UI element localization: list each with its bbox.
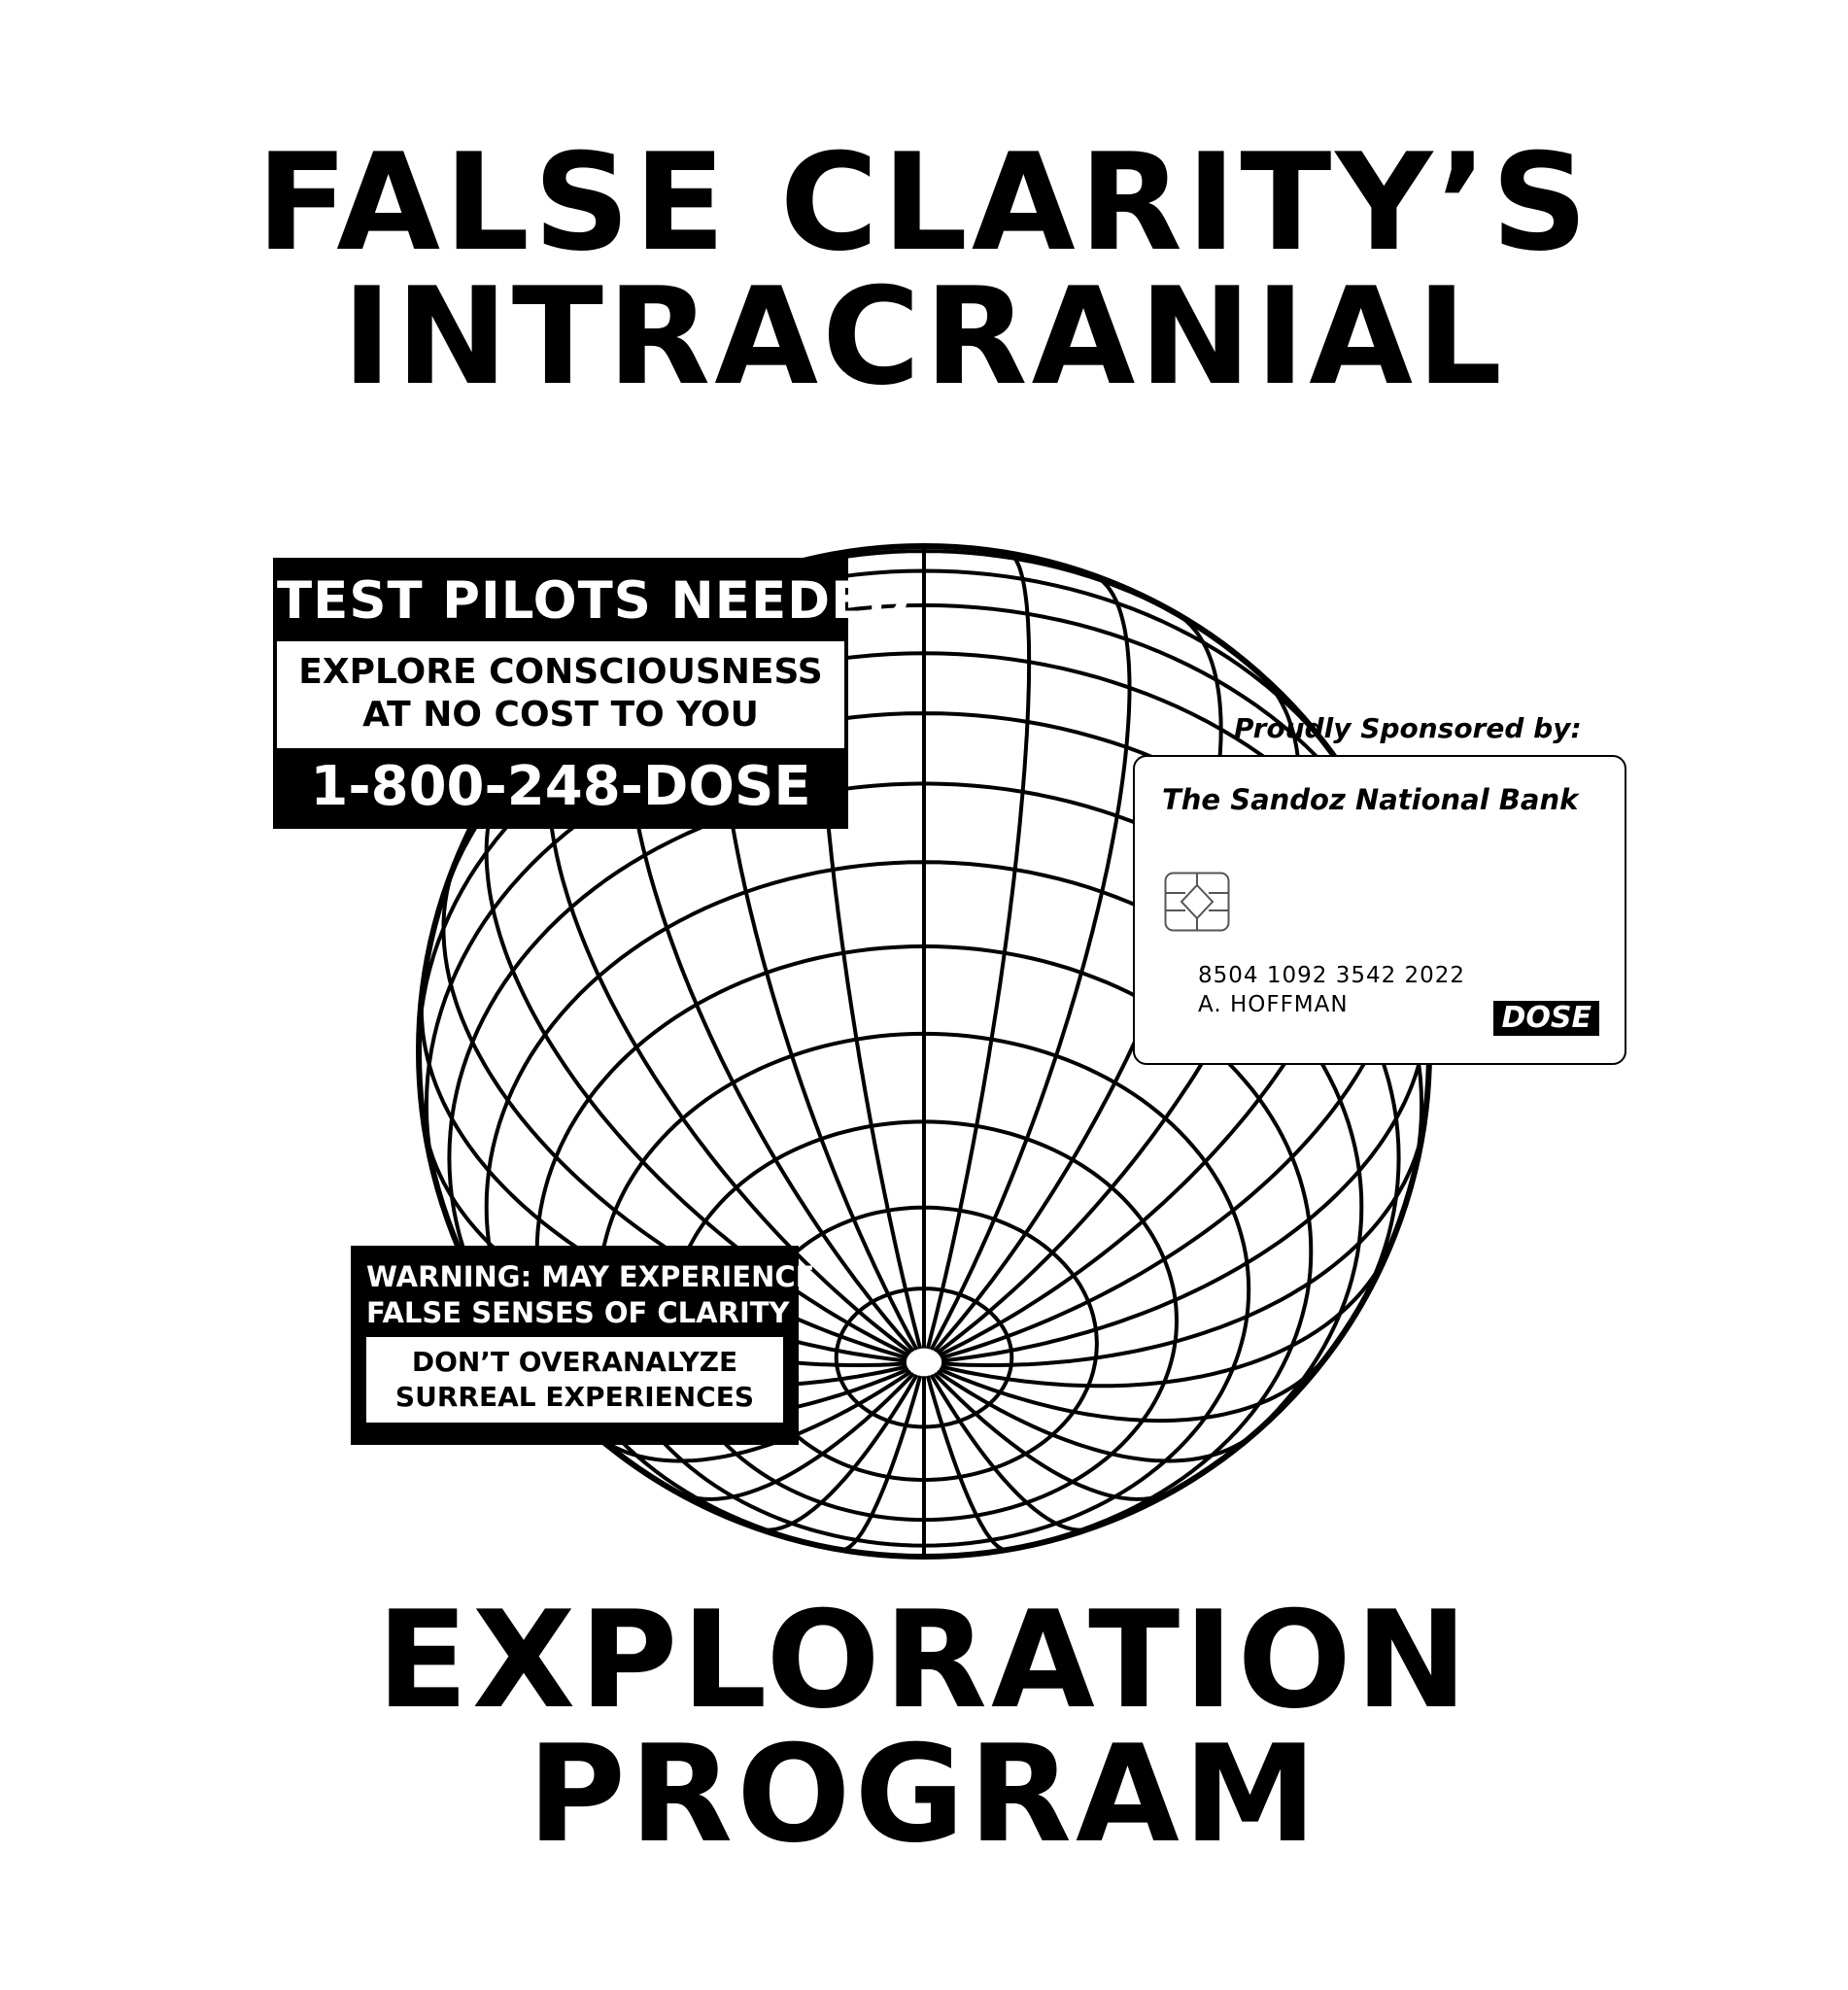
dose-logo: DOSE (1493, 1001, 1599, 1036)
globe-grid-line (941, 987, 1429, 1363)
cardholder-name: A. HOFFMAN (1198, 992, 1349, 1017)
globe-grid-line (929, 572, 1132, 1351)
poster-title-top: FALSE CLARITY’S INTRACRANIAL (0, 136, 1848, 404)
globe-grid-line (757, 1373, 919, 1532)
globe-grid-line (673, 1372, 915, 1501)
title-line-1: FALSE CLARITY’S (256, 124, 1592, 281)
globe-grid-line (940, 1245, 1392, 1389)
sign-tagline-line-2: AT NO COST TO YOU (362, 695, 759, 735)
sign-tagline-line-1: EXPLORE CONSCIOUSNESS (298, 652, 823, 692)
phone-number: 1-800-248-DOSE (310, 755, 811, 818)
test-pilots-sign: TEST PILOTS NEEDED EXPLORE CONSCIOUSNESS… (273, 558, 911, 829)
sign-tagline: EXPLORE CONSCIOUSNESS AT NO COST TO YOU (277, 641, 844, 748)
warning-heading-line-2: FALSE SENSES OF CLARITY (366, 1296, 790, 1329)
globe-grid-line (936, 1369, 1257, 1463)
poster-title-bottom: EXPLORATION PROGRAM (0, 1594, 1848, 1862)
bank-name: The Sandoz National Bank (1162, 783, 1579, 816)
sign-heading: TEST PILOTS NEEDED (277, 571, 911, 631)
card-number: 8504 1092 3542 2022 (1198, 963, 1466, 988)
title-line-3: EXPLORATION (376, 1582, 1472, 1738)
card-chip-icon (1164, 872, 1230, 932)
sponsor-label: Proudly Sponsored by: (1234, 712, 1582, 744)
title-line-2: INTRACRANIAL (342, 258, 1506, 415)
globe-grid-line (925, 551, 1032, 1350)
warning-sign: WARNING: MAY EXPERIENCE FALSE SENSES OF … (351, 1246, 815, 1445)
globe-grid-line (938, 1351, 1332, 1424)
globe-grid-line (925, 1375, 1008, 1552)
globe-grid-line (591, 1369, 912, 1463)
warning-advice-line-2: SURREAL EXPERIENCES (394, 1381, 755, 1413)
globe-grid-line (941, 1119, 1427, 1367)
bank-card: The Sandoz National Bank 8504 1092 3542 … (1133, 755, 1626, 1065)
globe-grid-line (840, 1375, 923, 1552)
warning-heading: WARNING: MAY EXPERIENCE FALSE SENSES OF … (366, 1259, 815, 1331)
warning-advice-line-1: DON’T OVERANALYZE (411, 1346, 738, 1378)
globe-grid-line (933, 1372, 1175, 1501)
globe-grid-line (929, 1373, 1091, 1532)
warning-advice: DON’T OVERANALYZE SURREAL EXPERIENCES (366, 1337, 783, 1423)
warning-heading-line-1: WARNING: MAY EXPERIENCE (366, 1260, 815, 1293)
title-line-4: PROGRAM (527, 1716, 1321, 1872)
